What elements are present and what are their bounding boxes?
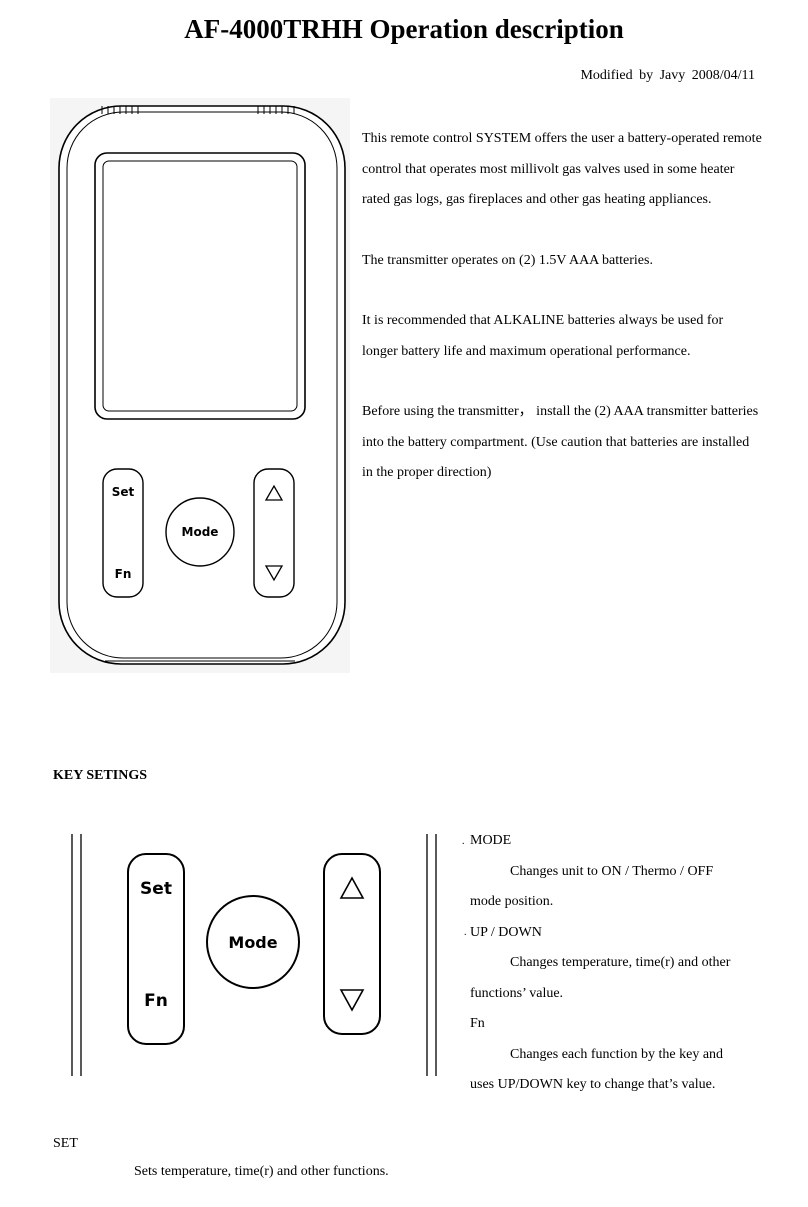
remote-illustration: Set Fn Mode bbox=[50, 98, 350, 673]
mode-button-label: Mode bbox=[182, 525, 219, 539]
mode-title: MODE bbox=[470, 833, 512, 848]
fn-desc-line-2: uses UP/DOWN key to change that’s value. bbox=[470, 1077, 716, 1092]
top-grip-left bbox=[101, 106, 139, 114]
down-triangle-icon bbox=[264, 565, 284, 582]
modified-note: Modified by Javy 2008/04/11 bbox=[580, 68, 755, 83]
mode-key-label: Mode bbox=[228, 933, 277, 952]
intro-paragraph-3: It is recommended that ALKALINE batterie… bbox=[362, 313, 724, 359]
page-title: AF-4000TRHH Operation description bbox=[184, 14, 624, 44]
down-triangle-icon-large bbox=[339, 989, 365, 1012]
up-triangle-icon bbox=[264, 484, 284, 501]
intro-paragraph-2: The transmitter operates on (2) 1.5V AAA… bbox=[362, 252, 653, 268]
lcd-screen-outer bbox=[94, 152, 306, 420]
set-button-label: Set bbox=[112, 485, 135, 499]
up-down-key-large[interactable] bbox=[323, 853, 381, 1035]
set-key-label: Set bbox=[140, 879, 172, 899]
set-fn-button[interactable] bbox=[102, 468, 144, 598]
key-settings-heading: KEY SETINGS bbox=[53, 768, 148, 783]
fn-title: Fn bbox=[470, 1016, 485, 1031]
bullet-dot: . bbox=[464, 927, 467, 938]
intro-paragraph-4: Before using the transmitter， install th… bbox=[362, 404, 759, 480]
mode-desc-line-2: mode position. bbox=[470, 894, 554, 909]
key-descriptions: MODE Changes unit to ON / Thermo / OFF m… bbox=[470, 826, 770, 1101]
lcd-screen-inner bbox=[102, 160, 298, 412]
updown-title: UP / DOWN bbox=[470, 924, 542, 940]
fn-key-label: Fn bbox=[144, 991, 168, 1011]
set-title: SET bbox=[53, 1136, 78, 1151]
mode-desc-line-1: Changes unit to ON / Thermo / OFF bbox=[510, 863, 714, 879]
intro-text: This remote control SYSTEM offers the us… bbox=[362, 124, 762, 519]
top-grip-right bbox=[257, 106, 295, 114]
fn-desc-line-1: Changes each function by the key and bbox=[510, 1046, 724, 1062]
updown-desc-line-1: Changes temperature, time(r) and other bbox=[510, 955, 731, 970]
bullet-dot: . bbox=[462, 836, 465, 847]
fn-button-label: Fn bbox=[115, 567, 132, 581]
mode-button[interactable] bbox=[165, 497, 235, 567]
set-description: Sets temperature, time(r) and other func… bbox=[134, 1164, 389, 1179]
key-panel-illustration: Set Fn Mode bbox=[71, 834, 437, 1076]
remote-body-inner bbox=[66, 111, 338, 659]
up-down-button[interactable] bbox=[253, 468, 295, 598]
intro-paragraph-1: This remote control SYSTEM offers the us… bbox=[362, 131, 762, 207]
updown-desc-line-2: functions’ value. bbox=[470, 985, 564, 1001]
up-triangle-icon-large bbox=[339, 876, 365, 899]
set-fn-key-large[interactable] bbox=[127, 853, 185, 1045]
mode-key-large[interactable] bbox=[206, 895, 300, 989]
